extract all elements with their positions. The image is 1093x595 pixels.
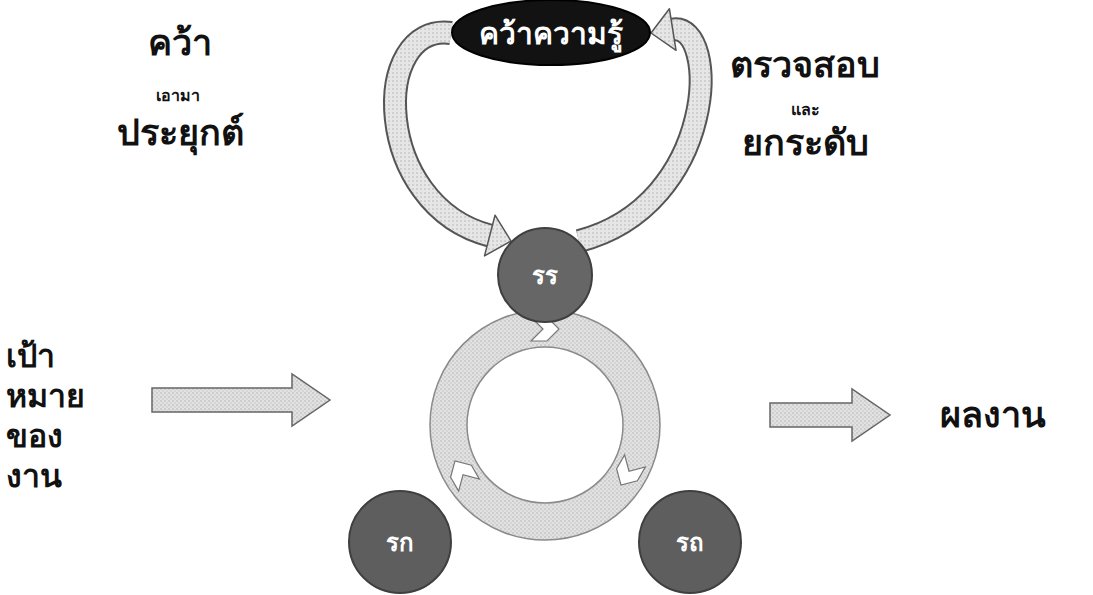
step-word: ประยุกต์ [117,110,244,155]
step-word: คว้า [148,20,212,65]
role-circle: รก [348,490,452,594]
step-word: ตรวจสอบ [730,42,880,87]
role-circle: รร [497,227,593,323]
node-label: รถ [676,523,704,562]
input-label: เป้าหมาย ของงาน [6,336,85,496]
arrow-head [651,9,676,50]
output-block-arrow [770,389,890,441]
curved-arrow [395,33,511,256]
role-circle: รถ [638,490,742,594]
node-label: คว้าความรู้ [479,10,623,57]
arrow-body [395,33,490,236]
step-connector-word: และ [791,100,820,120]
arrow-outline [395,33,490,236]
step-connector-word: เอามา [156,86,200,106]
node-label: รร [532,256,558,295]
input-block-arrow [152,374,330,426]
node-label: รก [386,523,414,562]
output-label: ผลงาน [940,392,1046,437]
step-word: ยกระดับ [742,120,869,165]
topic-ellipse: คว้าความรู้ [451,0,651,67]
cycle-chevron [445,317,646,491]
cycle-ring [430,310,660,540]
